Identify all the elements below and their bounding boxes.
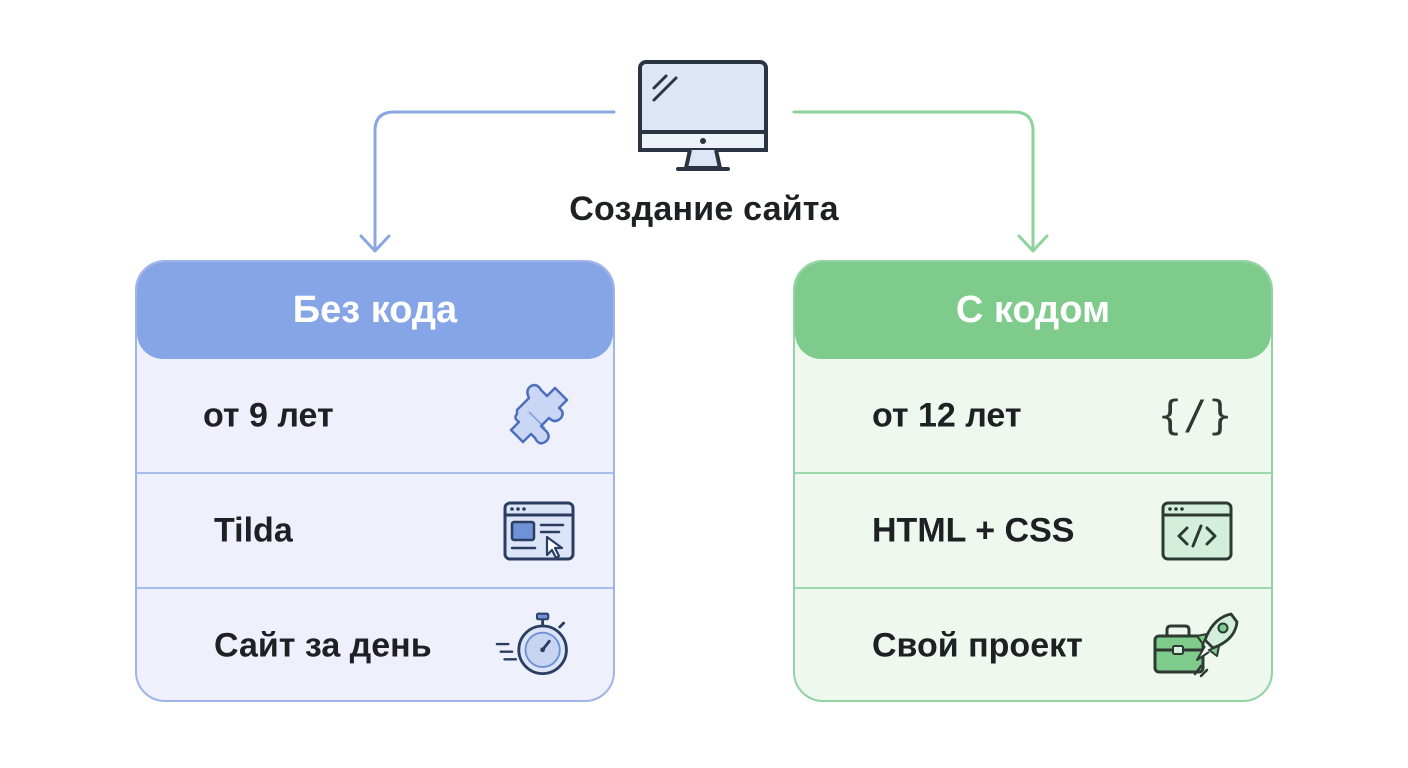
code-braces-icon: {/} <box>1158 392 1234 439</box>
root-label: Создание сайта <box>569 190 839 228</box>
list-item: Сайт за день <box>137 589 613 700</box>
row-label: от 12 лет <box>872 396 1022 434</box>
card-with-code: С кодом от 12 лет {/} HTML + CSS Свой пр… <box>793 260 1273 702</box>
puzzle-icon <box>509 383 569 445</box>
stopwatch-icon <box>495 612 568 675</box>
row-label: Свой проект <box>872 626 1083 664</box>
arrow-to-with-code <box>792 110 1049 253</box>
list-item: Tilda <box>137 474 613 589</box>
browser-cursor-icon <box>503 501 575 560</box>
toolbox-rocket-icon <box>1153 612 1239 677</box>
list-item: HTML + CSS <box>795 474 1271 589</box>
card-header-no-code: Без кода <box>137 262 613 359</box>
card-no-code: Без кода от 9 лет Tilda Сайт за день <box>135 260 615 702</box>
row-label: от 9 лет <box>203 396 334 434</box>
list-item: Свой проект <box>795 589 1271 700</box>
list-item: от 12 лет {/} <box>795 359 1271 474</box>
card-header-with-code: С кодом <box>795 262 1271 359</box>
list-item: от 9 лет <box>137 359 613 474</box>
card-title: С кодом <box>955 289 1111 331</box>
row-label: Tilda <box>214 511 293 549</box>
card-title: Без кода <box>292 289 458 331</box>
monitor-icon <box>638 60 768 171</box>
code-window-icon <box>1161 501 1233 560</box>
row-label: HTML + CSS <box>872 511 1075 549</box>
arrow-to-no-code <box>359 110 616 253</box>
row-label: Сайт за день <box>214 626 432 664</box>
